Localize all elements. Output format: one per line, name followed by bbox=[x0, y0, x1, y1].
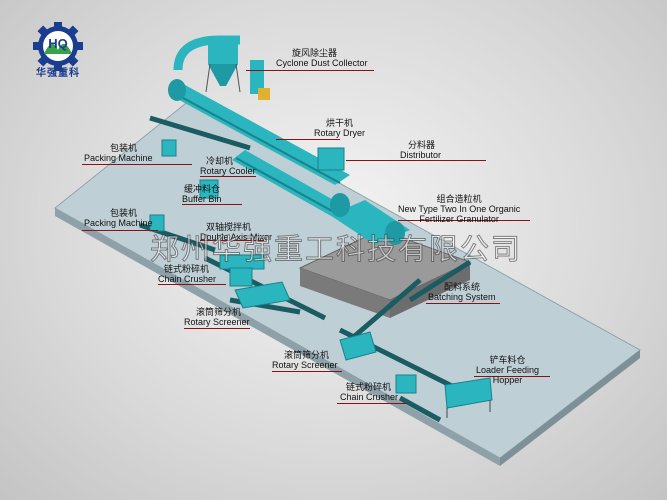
label-packing-2: 包装机 Packing Machine bbox=[84, 208, 153, 228]
label-crusher-1: 链式粉碎机 Chain Crusher bbox=[158, 264, 216, 284]
label-en: Packing Machine bbox=[84, 218, 153, 228]
leader-line bbox=[398, 220, 530, 221]
label-en: Chain Crusher bbox=[340, 392, 399, 402]
leader-line bbox=[474, 376, 550, 377]
granulator bbox=[330, 193, 410, 245]
company-logo: HQ bbox=[33, 22, 83, 71]
label-mixer: 双轴搅拌机 Double Axis Mixer bbox=[200, 222, 272, 242]
label-cn: 组合造粒机 bbox=[436, 194, 482, 204]
label-en: Loader Feeding bbox=[476, 365, 540, 375]
label-distributor: 分料器 Distributor bbox=[400, 140, 441, 160]
leader-line bbox=[426, 303, 500, 304]
label-loader: 铲车料仓 Loader Feeding Hopper bbox=[476, 355, 539, 385]
label-en: New Type Two In One Organic bbox=[398, 204, 521, 214]
label-cn: 铲车料仓 bbox=[489, 355, 526, 365]
label-cn: 滚筒筛分机 bbox=[196, 307, 242, 317]
leader-line bbox=[272, 371, 342, 372]
label-en: Rotary Screener bbox=[272, 360, 338, 370]
cyclone-dust-collector bbox=[173, 35, 270, 100]
packing-machine-1 bbox=[161, 139, 177, 157]
label-cn: 旋风除尘器 bbox=[292, 48, 338, 58]
label-en: Cyclone Dust Collector bbox=[276, 58, 368, 68]
rotary-screener-2 bbox=[339, 331, 377, 361]
label-cn: 配料系统 bbox=[444, 282, 481, 292]
label-cn: 链式粉碎机 bbox=[164, 264, 210, 274]
label-en: Rotary Screener bbox=[184, 317, 250, 327]
logo-name: 华强重科 bbox=[36, 68, 80, 79]
leader-line bbox=[158, 284, 226, 285]
rotary-screener-1 bbox=[234, 281, 291, 309]
leader-line bbox=[346, 160, 486, 161]
label-en: Chain Crusher bbox=[158, 274, 217, 284]
label-en-2: Fertilizer Granulator bbox=[419, 214, 499, 224]
leader-line bbox=[184, 328, 250, 329]
label-en: Packing Machine bbox=[84, 153, 153, 163]
label-cn: 缓冲料仓 bbox=[184, 184, 221, 194]
label-dryer: 烘干机 Rotary Dryer bbox=[314, 118, 365, 138]
logo-mark: HQ bbox=[48, 36, 68, 51]
label-en: Rotary Cooler bbox=[200, 166, 256, 176]
label-cn: 滚筒筛分机 bbox=[284, 350, 330, 360]
label-batching: 配料系统 Batching System bbox=[428, 282, 496, 302]
leader-line bbox=[82, 230, 158, 231]
chain-crusher-1 bbox=[229, 267, 253, 287]
label-granulator: 组合造粒机 New Type Two In One Organic Fertil… bbox=[398, 194, 520, 224]
leader-line bbox=[200, 240, 264, 241]
label-cn: 包装机 bbox=[110, 208, 138, 218]
packing-machine-2 bbox=[149, 214, 165, 232]
label-cn: 包装机 bbox=[110, 143, 138, 153]
label-en: Distributor bbox=[400, 150, 442, 160]
buffer-bin bbox=[199, 179, 219, 199]
loader-feeding-hopper bbox=[444, 377, 493, 418]
label-cyclone: 旋风除尘器 Cyclone Dust Collector bbox=[276, 48, 368, 68]
leader-line bbox=[246, 70, 374, 71]
leader-line bbox=[82, 164, 192, 165]
watermark: 郑州华强重工科技有限公司 bbox=[149, 232, 523, 267]
label-en: Buffer Bin bbox=[182, 194, 222, 204]
chain-crusher-2 bbox=[395, 374, 417, 394]
label-buffer: 缓冲料仓 Buffer Bin bbox=[182, 184, 221, 204]
label-en: Rotary Dryer bbox=[314, 128, 366, 138]
label-en: Double Axis Mixer bbox=[200, 232, 273, 242]
leader-line bbox=[337, 403, 407, 404]
label-cn: 双轴搅拌机 bbox=[206, 222, 252, 232]
label-en-2: Hopper bbox=[492, 375, 523, 385]
label-crusher-2: 链式粉碎机 Chain Crusher bbox=[340, 382, 398, 402]
distributor bbox=[317, 147, 345, 171]
leader-line bbox=[276, 139, 340, 140]
label-screener-2: 滚筒筛分机 Rotary Screener bbox=[272, 350, 338, 370]
label-screener-1: 滚筒筛分机 Rotary Screener bbox=[184, 307, 250, 327]
label-cn: 分料器 bbox=[408, 140, 436, 150]
label-cn: 冷却机 bbox=[206, 156, 234, 166]
label-cn: 烘干机 bbox=[326, 118, 354, 128]
leader-line bbox=[182, 204, 242, 205]
rotary-dryer bbox=[168, 79, 350, 185]
leader-line bbox=[200, 176, 256, 177]
label-cn: 链式粉碎机 bbox=[346, 382, 392, 392]
label-en: Batching System bbox=[428, 292, 496, 302]
label-packing-1: 包装机 Packing Machine bbox=[84, 143, 153, 163]
label-cooler: 冷却机 Rotary Cooler bbox=[200, 156, 256, 176]
